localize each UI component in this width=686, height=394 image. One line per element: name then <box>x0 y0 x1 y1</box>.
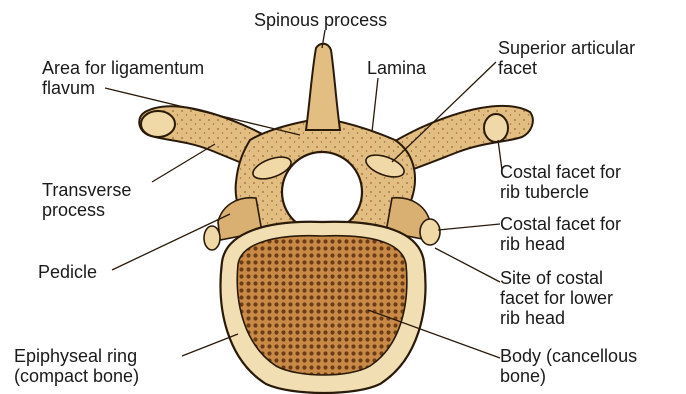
label-spinous-process: Spinous process <box>254 10 387 30</box>
label-transverse-process: Transverse process <box>42 180 131 220</box>
leader-epiphyseal <box>182 334 238 356</box>
label-site-costal-facet: Site of costal facet for lower rib head <box>500 268 613 328</box>
spinous-process <box>306 44 340 130</box>
left-transverse-tip <box>141 111 175 137</box>
leader-site-costal <box>435 248 500 282</box>
label-costal-facet-rib-tubercle: Costal facet for rib tubercle <box>500 162 621 202</box>
leader-costal-head <box>438 224 500 230</box>
label-lamina: Lamina <box>367 58 426 78</box>
label-superior-articular-facet: Superior articular facet <box>498 38 635 78</box>
left-costal-facet <box>204 226 220 250</box>
label-pedicle: Pedicle <box>38 262 97 282</box>
label-epiphyseal-ring: Epiphyseal ring (compact bone) <box>14 346 139 386</box>
label-area-ligamentum-flavum: Area for ligamentum flavum <box>42 58 204 98</box>
label-costal-facet-rib-head: Costal facet for rib head <box>500 214 621 254</box>
vertebral-foramen <box>282 152 362 232</box>
right-transverse-tip <box>484 114 508 142</box>
cancellous-body <box>237 236 407 375</box>
costal-facet-rib-head <box>420 219 440 245</box>
label-body-cancellous-bone: Body (cancellous bone) <box>500 346 637 386</box>
leader-transverse <box>152 144 215 182</box>
leader-lamina <box>372 78 378 132</box>
